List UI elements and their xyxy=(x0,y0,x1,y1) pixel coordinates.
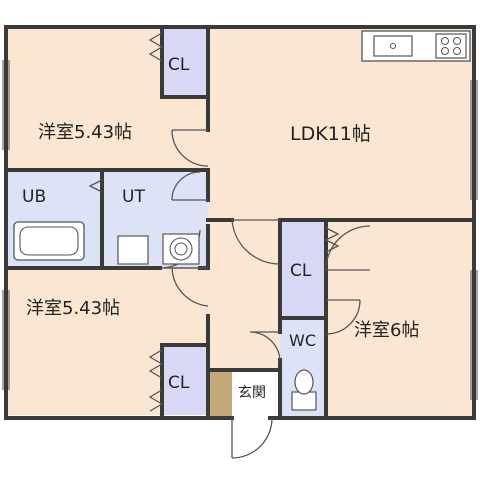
doors xyxy=(88,32,371,459)
label-closet-top: CL xyxy=(168,55,190,75)
closet-top-folding-door xyxy=(148,32,164,62)
hallway-floor xyxy=(208,220,280,370)
toilet-icon xyxy=(291,369,317,411)
walls xyxy=(4,25,476,420)
door-ldk-hall xyxy=(231,219,281,265)
washing-machine-icon xyxy=(162,233,200,265)
door-entrance xyxy=(231,417,273,459)
door-wc xyxy=(249,331,281,363)
label-wc: WC xyxy=(289,331,316,350)
closet-top-floor xyxy=(162,27,208,97)
door-western-1 xyxy=(171,129,209,167)
closet-mid-folding-door xyxy=(324,227,340,253)
windows xyxy=(2,60,478,400)
door-western-3-b xyxy=(325,299,361,335)
label-closet-mid: CL xyxy=(290,261,312,281)
western-room-3-floor xyxy=(326,220,474,418)
entrance-step xyxy=(208,370,232,418)
label-western-room-1: 洋室5.43帖 xyxy=(38,122,132,143)
ub-folding-door xyxy=(88,179,103,193)
kitchen-counter xyxy=(361,30,471,62)
closet-bottom-folding-door xyxy=(148,349,164,379)
label-western-room-3: 洋室6帖 xyxy=(354,320,419,341)
label-western-room-2: 洋室5.43帖 xyxy=(26,298,120,319)
stove-icon xyxy=(435,33,467,59)
entrance-floor xyxy=(232,370,280,418)
label-ldk: LDK11帖 xyxy=(290,123,371,145)
closet-bottom-floor xyxy=(162,345,208,415)
closet-mid-floor xyxy=(280,220,326,318)
door-ut-ldk xyxy=(171,171,208,201)
bathtub-icon xyxy=(13,221,85,261)
door-western-3 xyxy=(325,225,371,271)
door-western-2 xyxy=(171,267,209,307)
closet-bottom-folding-door-2 xyxy=(148,389,164,412)
label-ub: UB xyxy=(22,187,46,207)
label-closet-bottom: CL xyxy=(168,373,190,393)
sink-icon xyxy=(373,35,413,57)
label-ut: UT xyxy=(122,187,145,207)
washstand-icon xyxy=(117,235,149,265)
label-entrance: 玄関 xyxy=(238,384,266,401)
